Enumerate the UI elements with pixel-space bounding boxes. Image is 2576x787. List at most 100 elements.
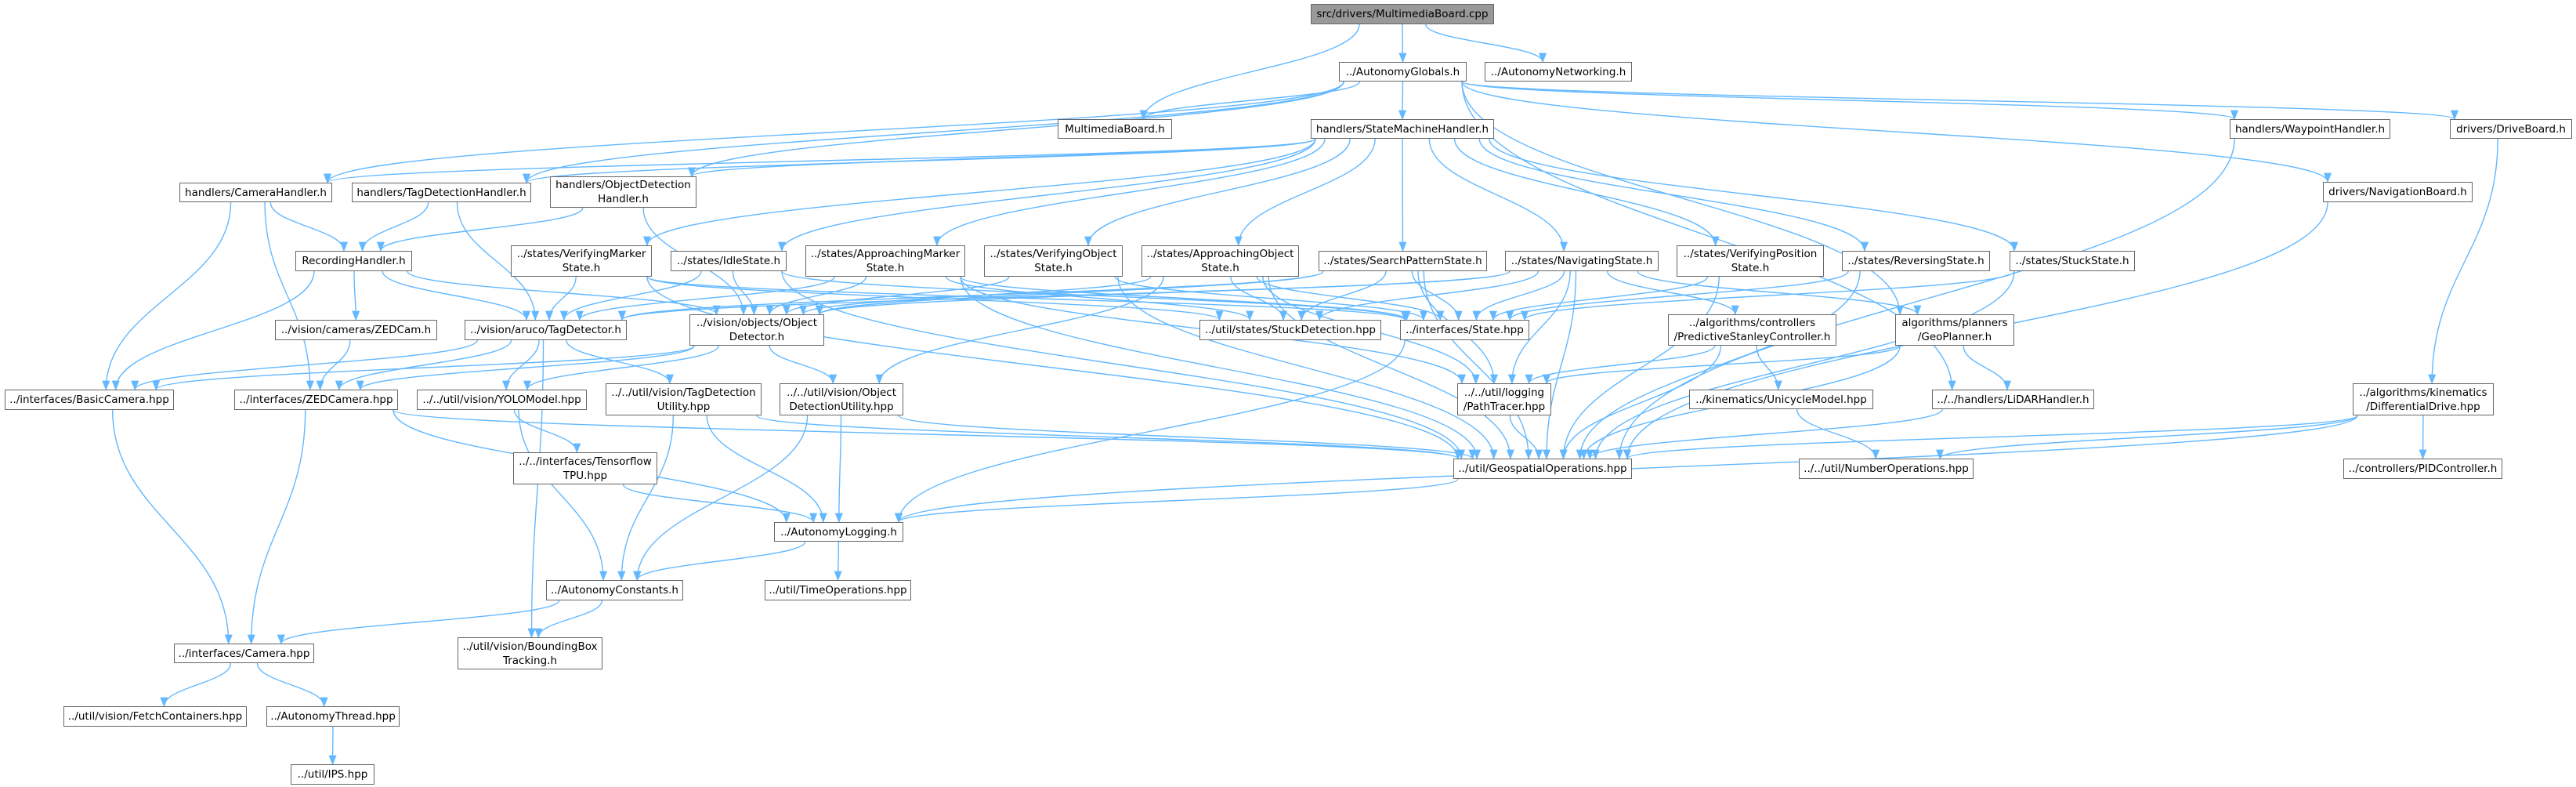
node-objh[interactable]: handlers/ObjectDetection Handler.h bbox=[550, 176, 696, 208]
node-rev[interactable]: ../states/ReversingState.h bbox=[1842, 251, 1990, 271]
node-zedcam[interactable]: ../vision/cameras/ZEDCam.h bbox=[275, 320, 437, 340]
edge-rec-to-basiccam bbox=[111, 270, 315, 391]
edge-root-to-networking bbox=[1425, 24, 1547, 63]
edge-amark-to-geo bbox=[960, 276, 1482, 460]
edge-tagutil-to-logging bbox=[706, 415, 827, 524]
node-tagh[interactable]: handlers/TagDetectionHandler.h bbox=[352, 183, 531, 202]
edge-tagutil-to-geo bbox=[756, 415, 1462, 460]
node-pid[interactable]: ../controllers/PIDController.h bbox=[2343, 459, 2502, 479]
node-idle[interactable]: ../states/IdleState.h bbox=[671, 251, 787, 271]
edge-smh-to-objh bbox=[688, 138, 1316, 178]
edge-smh-to-aobj bbox=[1234, 138, 1376, 247]
node-networking[interactable]: ../AutonomyNetworking.h bbox=[1485, 62, 1632, 82]
edge-pred-to-pathtr bbox=[1525, 345, 1716, 385]
node-pathtr[interactable]: ../../util/logging /PathTracer.hpp bbox=[1457, 383, 1551, 415]
node-navb[interactable]: drivers/NavigationBoard.h bbox=[2323, 182, 2473, 202]
node-mmboard[interactable]: MultimediaBoard.h bbox=[1058, 119, 1172, 139]
edge-yolo-to-tpu bbox=[513, 409, 581, 454]
node-state[interactable]: ../interfaces/State.hpp bbox=[1400, 320, 1529, 340]
edge-aobj-to-stuckdet bbox=[1230, 276, 1288, 321]
node-bbox[interactable]: ../util/vision/BoundingBox Tracking.h bbox=[458, 637, 602, 669]
node-driveb[interactable]: drivers/DriveBoard.h bbox=[2450, 119, 2572, 139]
node-ips[interactable]: ../util/IPS.hpp bbox=[291, 764, 374, 785]
node-vobj[interactable]: ../states/VerifyingObject State.h bbox=[984, 245, 1123, 277]
edge-smh-to-vmark bbox=[643, 138, 1316, 247]
edge-geo-to-logging bbox=[895, 478, 1459, 524]
node-geoplan[interactable]: algorithms/planners /GeoPlanner.h bbox=[1895, 314, 2014, 346]
node-smh[interactable]: handlers/StateMachineHandler.h bbox=[1311, 119, 1494, 139]
node-geo[interactable]: ../util/GeospatialOperations.hpp bbox=[1453, 459, 1632, 479]
node-stuck[interactable]: ../states/StuckState.h bbox=[2010, 251, 2135, 271]
edge-tagdet-to-bbox bbox=[527, 339, 545, 639]
edge-tagh-to-tagdet bbox=[456, 201, 540, 321]
node-amark[interactable]: ../states/ApproachingMarker State.h bbox=[805, 245, 965, 277]
edge-rec-to-zedcam bbox=[352, 270, 360, 321]
edge-rec-to-tagdet bbox=[382, 270, 530, 321]
edge-pathtr-to-geo bbox=[1509, 415, 1543, 460]
node-vmark[interactable]: ../states/VerifyingMarker State.h bbox=[511, 245, 652, 277]
node-stuckdet[interactable]: ../util/states/StuckDetection.hpp bbox=[1199, 320, 1381, 340]
edge-nav-to-state bbox=[1472, 270, 1565, 321]
edge-idle-to-tagdet bbox=[559, 270, 702, 321]
node-diffdrive[interactable]: ../algorithms/kinematics /DifferentialDr… bbox=[2353, 383, 2494, 415]
edge-smh-to-vobj bbox=[1084, 138, 1351, 247]
edge-search-to-objdet bbox=[816, 270, 1324, 316]
edge-smh-to-rev bbox=[1478, 138, 1869, 252]
edge-camh-to-rec bbox=[270, 201, 349, 252]
node-basiccam[interactable]: ../interfaces/BasicCamera.hpp bbox=[5, 390, 174, 410]
edge-diffdrive-to-numops bbox=[1936, 415, 2358, 460]
edge-vobj-to-state bbox=[1114, 276, 1427, 321]
edge-globals-to-wayh bbox=[1461, 81, 2238, 121]
node-yolo[interactable]: ../../util/vision/YOLOModel.hpp bbox=[417, 390, 587, 410]
node-camh[interactable]: handlers/CameraHandler.h bbox=[179, 183, 332, 202]
node-consts[interactable]: ../AutonomyConstants.h bbox=[546, 580, 683, 600]
edge-pred-to-unicycle bbox=[1756, 345, 1782, 391]
edge-stuck-to-geo bbox=[1591, 270, 2015, 460]
node-timeops[interactable]: ../util/TimeOperations.hpp bbox=[765, 580, 911, 600]
node-numops[interactable]: ../../util/NumberOperations.hpp bbox=[1799, 459, 1974, 479]
node-root[interactable]: src/drivers/MultimediaBoard.cpp bbox=[1311, 4, 1494, 24]
edge-objutil-to-logging bbox=[834, 415, 843, 524]
edge-root-to-mmboard bbox=[1139, 24, 1360, 121]
node-camera[interactable]: ../interfaces/Camera.hpp bbox=[174, 644, 314, 663]
node-search[interactable]: ../states/SearchPatternState.h bbox=[1319, 251, 1487, 271]
node-unicycle[interactable]: ../kinematics/UnicycleModel.hpp bbox=[1689, 390, 1873, 409]
edge-objdet-to-basiccam bbox=[152, 345, 695, 391]
edge-smh-to-stuck bbox=[1489, 138, 2018, 252]
edge-objutil-to-consts bbox=[633, 415, 809, 582]
node-nav[interactable]: ../states/NavigatingState.h bbox=[1505, 251, 1659, 271]
node-fetch[interactable]: ../util/vision/FetchContainers.hpp bbox=[63, 706, 247, 727]
edge-amark-to-tagdet bbox=[575, 276, 835, 321]
edge-objutil-to-geo bbox=[898, 415, 1477, 460]
node-vpos[interactable]: ../states/VerifyingPosition State.h bbox=[1677, 245, 1824, 277]
node-objdet[interactable]: ../vision/objects/Object Detector.h bbox=[689, 314, 824, 346]
node-wayh[interactable]: handlers/WaypointHandler.h bbox=[2230, 119, 2390, 139]
node-zedcamera[interactable]: ../interfaces/ZEDCamera.hpp bbox=[234, 390, 398, 410]
node-pred[interactable]: ../algorithms/controllers /PredictiveSta… bbox=[1668, 314, 1836, 346]
node-thread[interactable]: ../AutonomyThread.hpp bbox=[266, 706, 400, 727]
edge-search-to-geo bbox=[1423, 270, 1533, 460]
node-logging[interactable]: ../AutonomyLogging.h bbox=[774, 522, 903, 542]
edge-vpos-to-geo bbox=[1559, 276, 1720, 460]
edge-driveb-to-diffdrive bbox=[2428, 138, 2498, 385]
node-tagutil[interactable]: ../../util/vision/TagDetection Utility.h… bbox=[606, 383, 762, 415]
edge-tagh-to-rec bbox=[358, 201, 429, 252]
edge-camera-to-fetch bbox=[160, 662, 232, 708]
node-lidar[interactable]: ../../handlers/LiDARHandler.h bbox=[1932, 390, 2094, 409]
node-globals[interactable]: ../AutonomyGlobals.h bbox=[1339, 62, 1467, 82]
node-aobj[interactable]: ../states/ApproachingObject State.h bbox=[1141, 245, 1299, 277]
edge-tagdet-to-yolo bbox=[502, 339, 540, 391]
node-rec[interactable]: RecordingHandler.h bbox=[295, 251, 412, 271]
edge-search-to-stuckdet bbox=[1297, 270, 1387, 321]
edge-zedcam-to-zedcamera bbox=[316, 339, 351, 391]
node-tagdet[interactable]: ../vision/aruco/TagDetector.h bbox=[465, 320, 627, 340]
edge-smh-to-nav bbox=[1428, 138, 1568, 252]
edge-consts-to-bbox bbox=[534, 600, 602, 639]
edge-logging-to-timeops bbox=[834, 541, 842, 582]
edge-vpos-to-state bbox=[1489, 276, 1709, 321]
edge-camh-to-zedcamera bbox=[264, 201, 314, 391]
node-objutil[interactable]: ../../util/vision/Object DetectionUtilit… bbox=[780, 383, 903, 415]
edge-smh-to-camh bbox=[324, 138, 1316, 184]
edge-state-to-logging bbox=[895, 339, 1406, 524]
node-tpu[interactable]: ../../interfaces/Tensorflow TPU.hpp bbox=[513, 452, 657, 484]
